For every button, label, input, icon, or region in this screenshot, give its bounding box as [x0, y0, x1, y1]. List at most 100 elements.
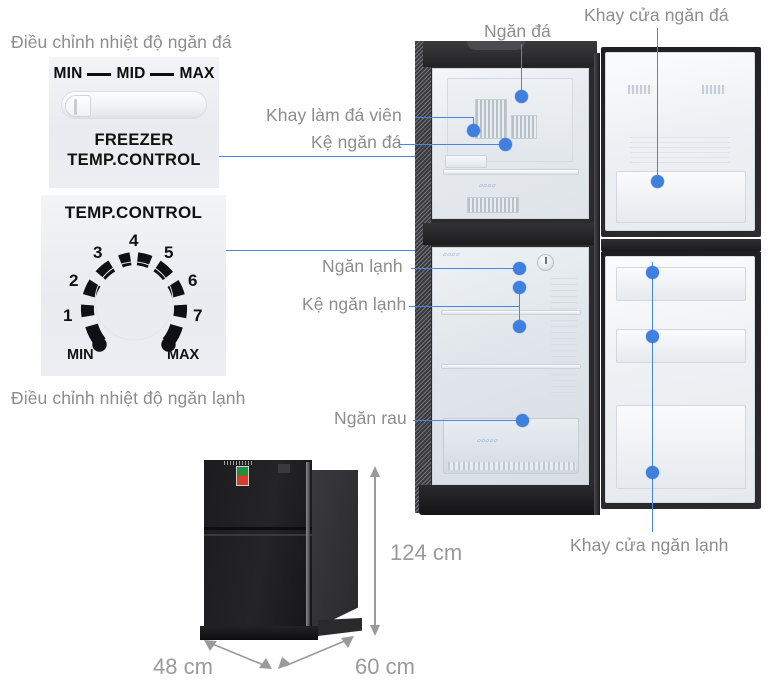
- callout-label-khay-cua-ngan-da: Khay cửa ngăn đá: [584, 5, 729, 25]
- callout-line-freezer-panel: [219, 156, 539, 157]
- freezer-door: [601, 47, 761, 237]
- callout-line-ngan-da: [521, 44, 522, 96]
- dim-base-side: [318, 618, 362, 636]
- callout-line-ke-ngan-lanh-v: [519, 286, 520, 326]
- scale-divider-icon: [150, 72, 175, 76]
- callout-dot-ngan-rau: [516, 414, 529, 427]
- fridge-door-tray-top: [616, 267, 746, 301]
- freezer-temperature-slider[interactable]: [61, 91, 207, 119]
- callout-line-ngan-rau: [413, 420, 523, 421]
- fridge-control-title: TEMP.CONTROL: [64, 203, 203, 222]
- dial-number-3: 3: [93, 243, 103, 262]
- door-divider: [601, 239, 761, 251]
- slider-knob-handle[interactable]: [65, 95, 91, 117]
- callout-dot-khay-cua-ngan-lanh-bottom: [646, 466, 659, 479]
- ice-cube-tray: [445, 155, 487, 168]
- fridge-shelf-upper: [441, 310, 581, 315]
- callout-dot-khay-lam-da-vien: [467, 124, 480, 137]
- dial-arc-icon: [80, 252, 188, 352]
- callout-line-khay-lam-da-vien-v: [473, 117, 474, 126]
- dim-fridge-door-gap: [204, 527, 312, 530]
- fridge-temp-heading: Điều chỉnh nhiệt độ ngăn lạnh: [11, 388, 246, 408]
- refrigerator-cabinet: ▱▱▱▱ ▱▱▱▱ ▱▱▱▱▱: [415, 41, 600, 515]
- callout-line-fridge-panel: [226, 250, 571, 251]
- dim-fridge-door-edge: [204, 534, 312, 536]
- callout-label-khay-lam-da-vien: Khay làm đá viên: [266, 105, 402, 125]
- cabinet-base: [419, 485, 597, 515]
- freezer-shelf: [443, 169, 579, 175]
- callout-line-khay-cua-ngan-lanh: [652, 262, 653, 532]
- cabinet-right-edge: [594, 53, 600, 515]
- dial-end-min: MIN: [67, 347, 94, 363]
- callout-dot-ke-ngan-lanh-lower: [513, 320, 526, 333]
- dial-number-6: 6: [188, 271, 198, 290]
- compartment-divider: [423, 223, 597, 245]
- fridge-door-tray-middle: [616, 329, 746, 363]
- fridge-door: [601, 251, 761, 509]
- freezer-fan-vent: [511, 115, 537, 139]
- dimension-depth-label: 60 cm: [355, 654, 415, 679]
- door-vent-icon: [702, 85, 726, 94]
- callout-dot-ngan-da: [515, 90, 528, 103]
- callout-dot-khay-cua-ngan-da: [651, 175, 664, 188]
- door-liner-ribs: [630, 137, 730, 163]
- door-vent-icon: [628, 85, 652, 94]
- scale-label-max: MAX: [179, 65, 215, 82]
- dial-number-1: 1: [63, 306, 73, 325]
- dial-end-max: MAX: [167, 347, 200, 363]
- temperature-dial[interactable]: 1 2 3 4 5 6 7: [63, 231, 203, 365]
- freezer-door-liner: [605, 52, 755, 231]
- brand-logo-freezer: ▱▱▱▱: [479, 183, 496, 189]
- freezer-control-title-line2: TEMP.CONTROL: [67, 151, 201, 169]
- height-arrow-line: [374, 470, 376, 630]
- callout-line-ke-ngan-lanh: [409, 306, 519, 307]
- callout-label-khay-cua-ngan-lanh: Khay cửa ngăn lạnh: [570, 535, 729, 555]
- callout-dot-khay-cua-ngan-lanh-top: [646, 266, 659, 279]
- height-arrow-heads-icon: [370, 466, 380, 636]
- freezer-scale-row: MIN MID MAX: [49, 65, 219, 83]
- dim-corner-badge: [278, 464, 290, 473]
- refrigerator-product-photo: ▱▱▱▱ ▱▱▱▱ ▱▱▱▱▱: [415, 33, 765, 520]
- fridge-temp-control-panel: TEMP.CONTROL 1 2 3 4 5 6 7: [41, 195, 226, 376]
- freezer-temp-control-panel: MIN MID MAX FREEZER TEMP.CONTROL: [49, 57, 219, 188]
- callout-line-ke-ngan-da: [400, 144, 505, 145]
- callout-label-ngan-rau: Ngăn rau: [334, 408, 407, 428]
- thermostat-knob[interactable]: [537, 254, 554, 271]
- callout-label-ngan-lanh: Ngăn lạnh: [322, 256, 403, 276]
- callout-dot-khay-cua-ngan-lanh-mid: [646, 330, 659, 343]
- fridge-shelf-lower: [441, 364, 581, 369]
- callout-line-ngan-lanh: [411, 268, 519, 269]
- freezer-temp-heading: Điều chỉnh nhiệt độ ngăn đá: [11, 32, 232, 52]
- brand-logo-fridge: ▱▱▱▱: [443, 252, 460, 258]
- dial-number-7: 7: [193, 306, 203, 325]
- dim-fridge-handle: [306, 462, 310, 628]
- freezer-door-tray: [616, 171, 746, 223]
- callout-dot-ngan-lanh: [513, 262, 526, 275]
- dim-base-front: [200, 626, 318, 640]
- freezer-evaporator-vent: [475, 99, 507, 139]
- cabinet-top-cap: [423, 41, 597, 67]
- fridge-door-tray-bottom: [616, 405, 746, 489]
- cabinet-insulation-edge: [415, 41, 431, 513]
- dim-brand-logo: [224, 461, 252, 465]
- dimension-width-label: 48 cm: [153, 654, 213, 679]
- freezer-bottom-vent: [467, 197, 519, 213]
- fridge-back-ribs: [551, 278, 577, 398]
- callout-label-ke-ngan-da: Kệ ngăn đá: [311, 132, 402, 152]
- energy-label-sticker: [236, 466, 249, 486]
- scale-label-min: MIN: [53, 65, 83, 82]
- dial-number-2: 2: [69, 271, 79, 290]
- depth-arrow-icon: [278, 636, 354, 669]
- vegetable-crisper-drawer: [443, 418, 579, 474]
- fridge-compartment-interior: ▱▱▱▱ ▱▱▱▱▱: [432, 247, 589, 485]
- dimension-height-label: 124 cm: [390, 540, 463, 565]
- callout-line-khay-lam-da-vien-h: [415, 117, 474, 118]
- dimension-diagram: 124 cm 48 cm 60 cm: [150, 448, 462, 679]
- freezer-inner-panel: [447, 78, 573, 162]
- width-arrow-icon: [204, 640, 272, 669]
- dim-fridge-front: [204, 460, 312, 630]
- freezer-control-title-line1: FREEZER: [94, 131, 174, 149]
- crisper-label: ▱▱▱▱▱: [477, 438, 499, 444]
- scale-label-mid: MID: [116, 65, 146, 82]
- freezer-compartment-interior: ▱▱▱▱: [432, 68, 589, 219]
